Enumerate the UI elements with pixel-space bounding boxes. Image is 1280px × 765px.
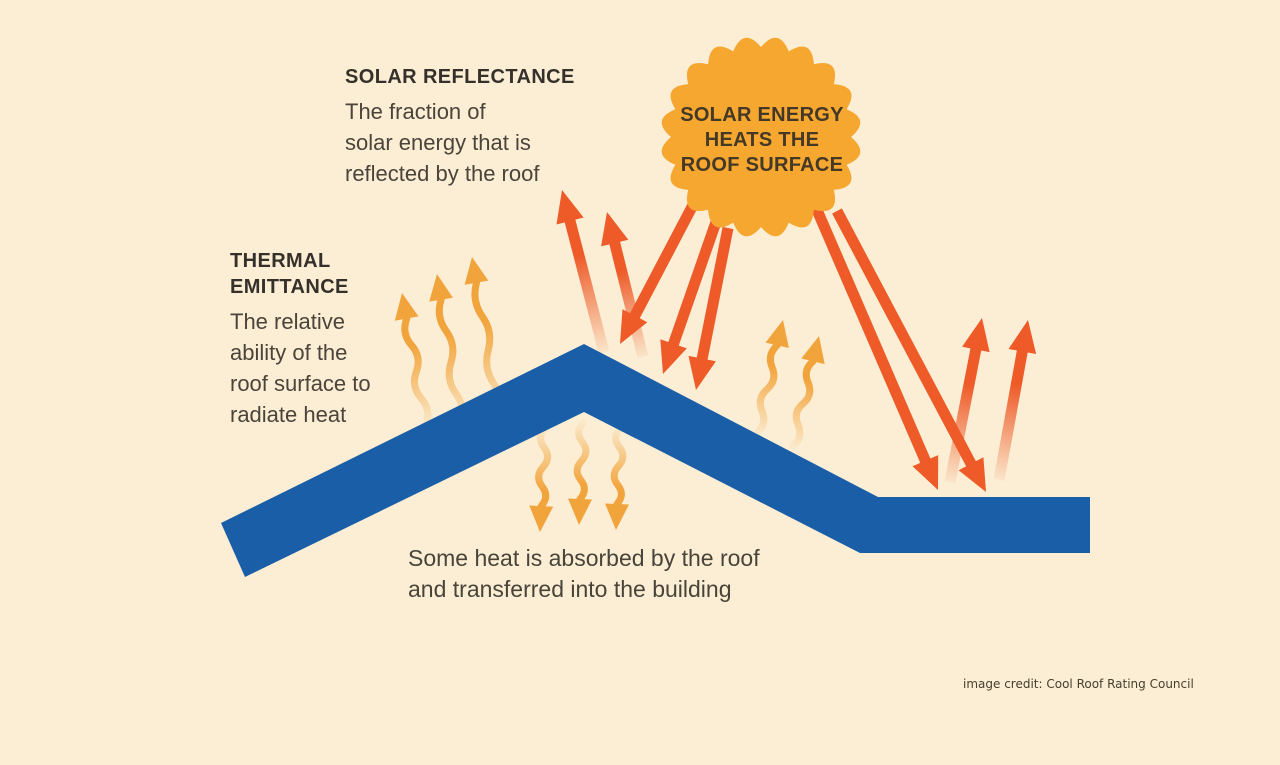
solar-reflectance-body: The fraction of solar energy that is ref… — [345, 99, 540, 186]
absorbed-heat-arrow — [568, 419, 592, 525]
thermal-emittance-label: THERMAL EMITTANCE The relative ability o… — [230, 248, 371, 430]
sun-ray-arrow — [688, 226, 734, 390]
thermal-emittance-arrow — [789, 336, 825, 450]
arrows-layer — [394, 190, 1037, 532]
reflected-ray-arrow — [556, 190, 610, 354]
sun-ray-arrow — [832, 208, 986, 492]
solar-reflectance-label: SOLAR REFLECTANCE The fraction of solar … — [345, 64, 575, 189]
thermal-emittance-arrow — [753, 320, 789, 437]
thermal-emittance-title: THERMAL EMITTANCE — [230, 250, 349, 298]
sun-ray-arrow — [660, 220, 722, 374]
absorbed-heat-arrow — [605, 424, 629, 530]
image-credit: image credit: Cool Roof Rating Council — [963, 677, 1194, 691]
absorbed-heat-arrow — [529, 424, 554, 532]
thermal-emittance-body: The relative ability of the roof surface… — [230, 309, 371, 427]
reflected-ray-arrow — [944, 318, 990, 484]
thermal-emittance-arrow — [429, 274, 467, 429]
solar-reflectance-title: SOLAR REFLECTANCE — [345, 66, 575, 88]
thermal-emittance-arrow — [394, 293, 432, 429]
reflected-ray-arrow — [601, 212, 649, 359]
sun-caption: SOLAR ENERGY HEATS THE ROOF SURFACE — [680, 104, 844, 176]
reflected-ray-arrow — [993, 320, 1037, 481]
absorbed-heat-caption: Some heat is absorbed by the roof and tr… — [408, 545, 760, 602]
sun-icon — [661, 37, 861, 237]
sun-ray-arrow — [808, 200, 939, 490]
roof-shape — [221, 344, 1090, 577]
